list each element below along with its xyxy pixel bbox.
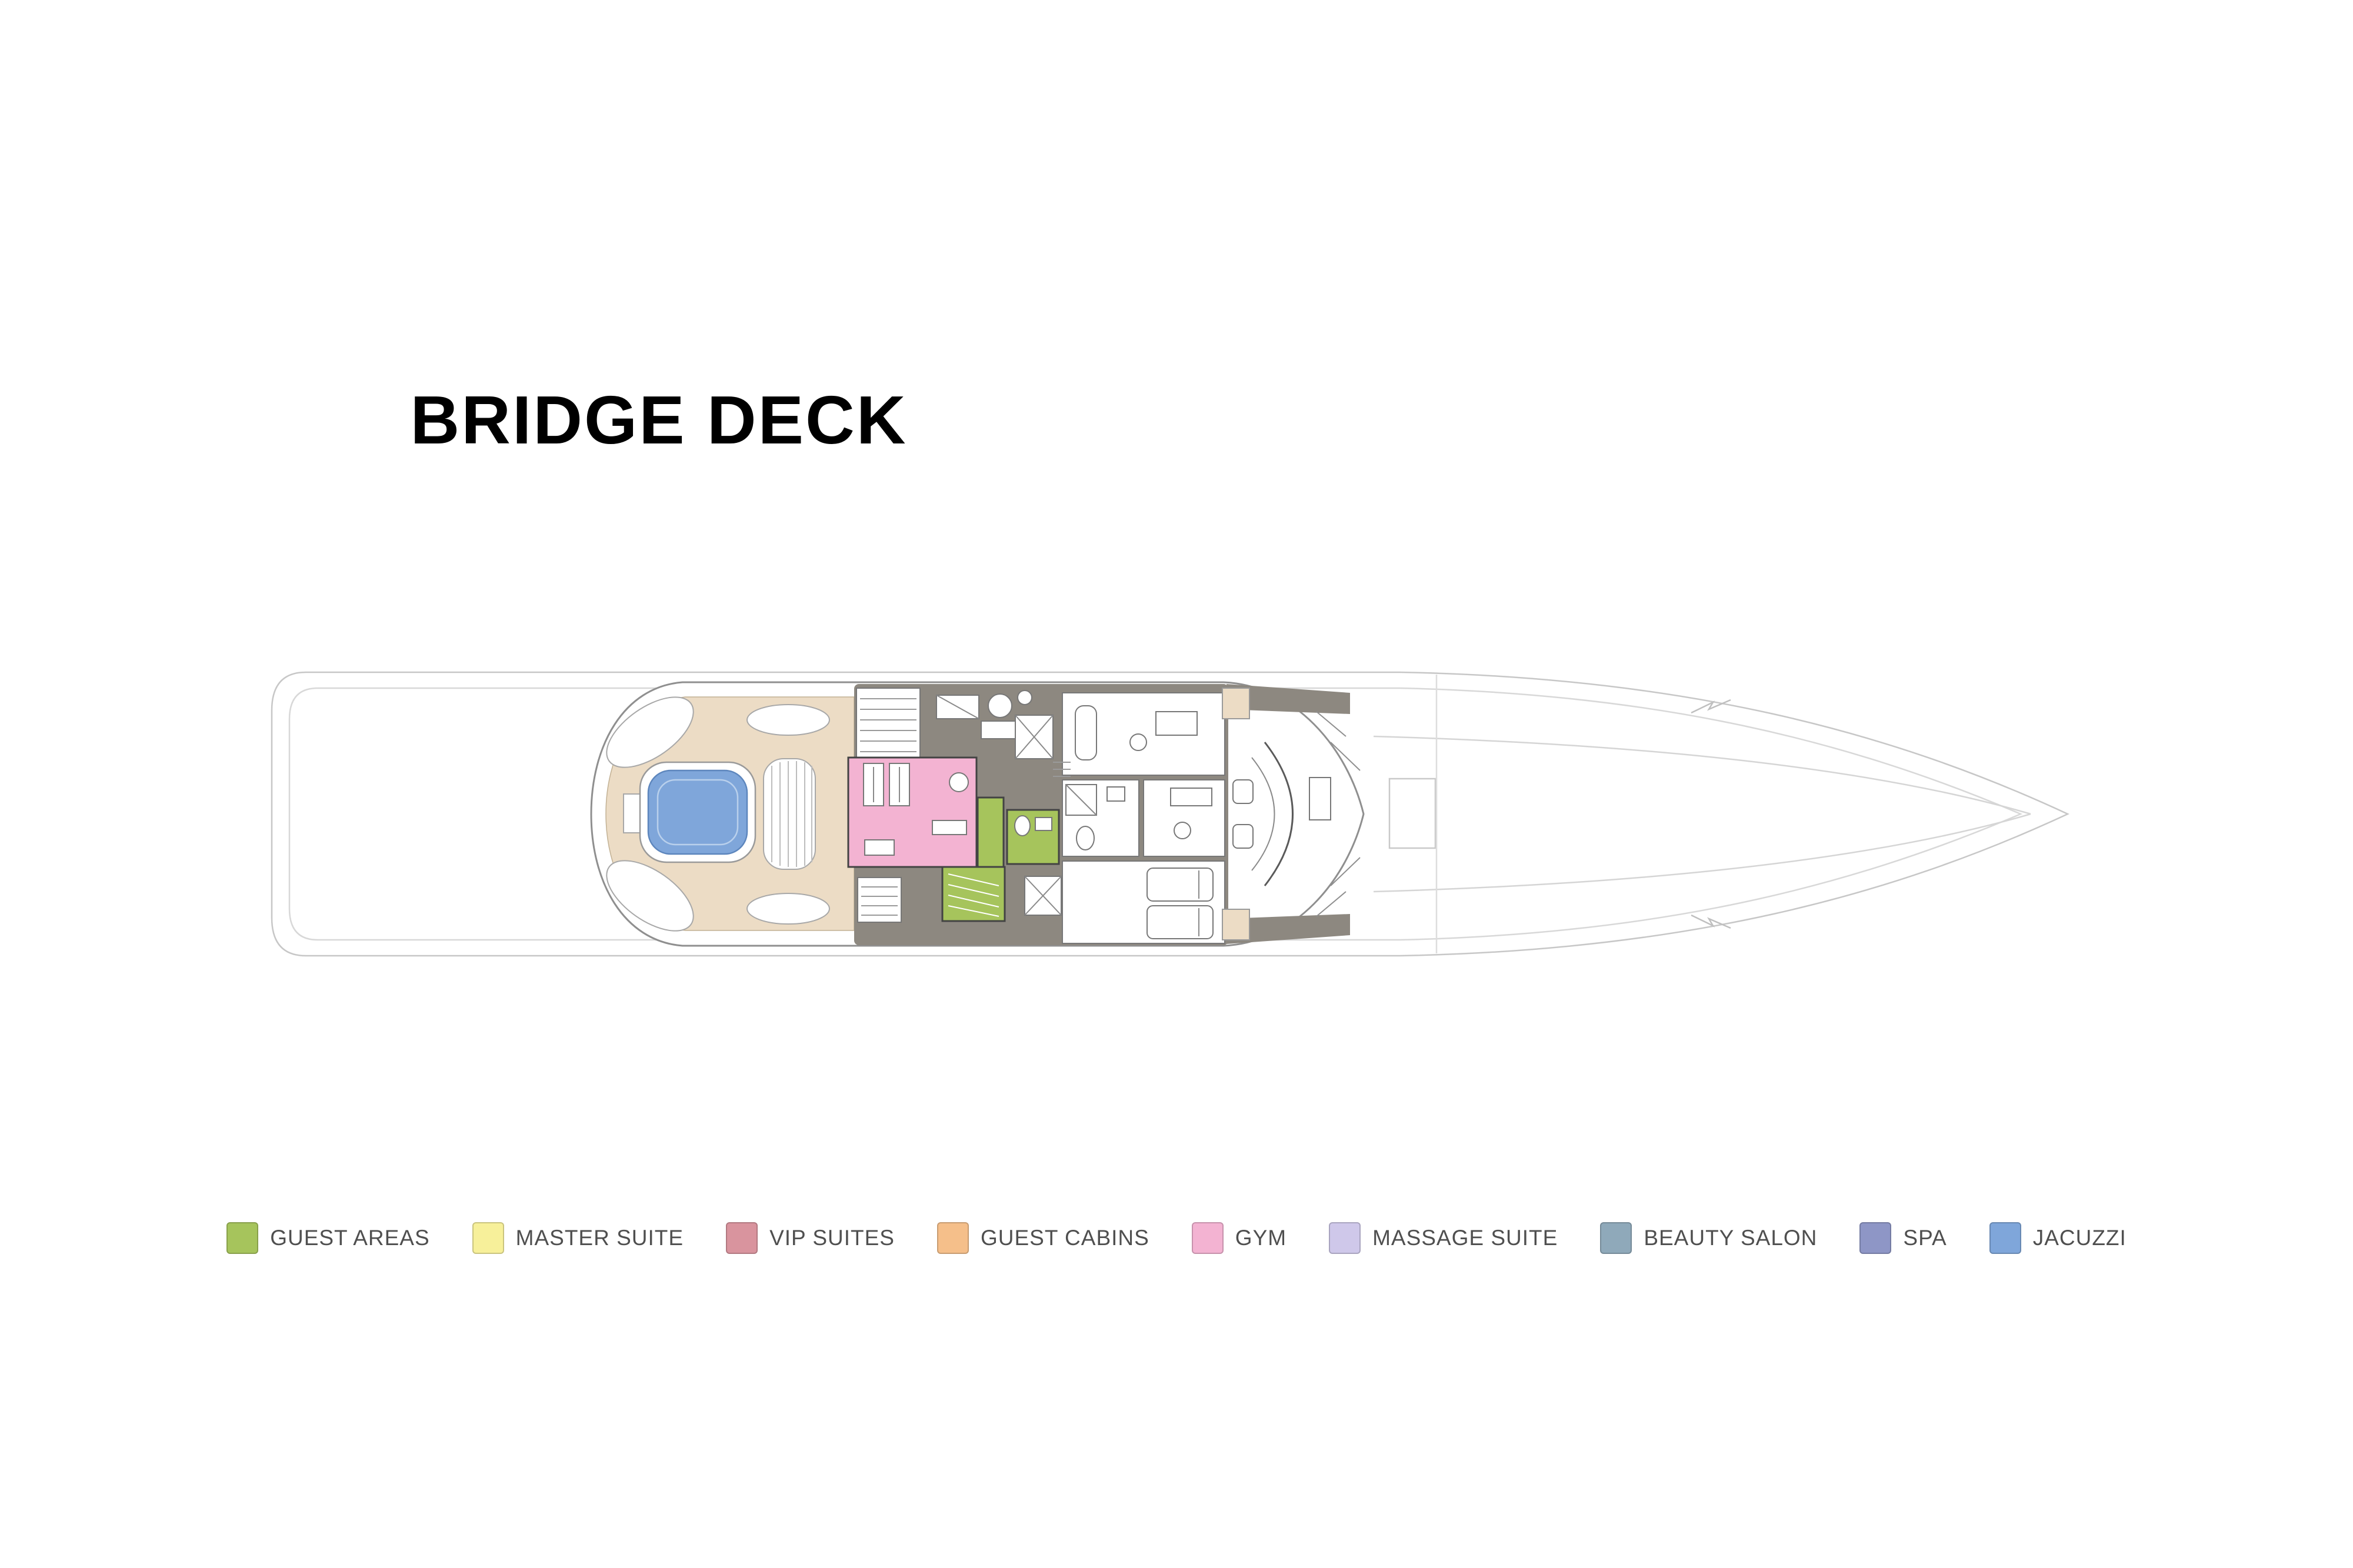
jacuzzi-pool (647, 769, 748, 855)
deck-title: BRIDGE DECK (410, 381, 908, 458)
legend-item-jacuzzi: JACUZZI (1989, 1222, 2127, 1254)
bench-slats (771, 761, 812, 867)
wing-station-bottom (1222, 909, 1250, 940)
bow-chevron-bottom (1691, 914, 1731, 929)
aft-stairs-lower-steps (861, 886, 898, 916)
furniture-details (1053, 705, 1214, 939)
gym-equipment (863, 763, 969, 856)
helm-console (1264, 742, 1294, 886)
aft-stairs-steps (860, 698, 916, 752)
legend-label: JACUZZI (2032, 1226, 2127, 1250)
roof-equipment (936, 690, 1032, 739)
legend-item-gym: GYM (1191, 1222, 1287, 1254)
chart-table (1309, 777, 1331, 820)
sunpad-top (746, 704, 830, 736)
legend-label: GUEST CABINS (980, 1226, 1149, 1250)
spa-swatch (1859, 1222, 1892, 1254)
wc-fixtures (1014, 815, 1052, 836)
jacuzzi-swatch (1989, 1222, 2021, 1254)
hull-outline (271, 671, 2069, 957)
beauty-salon-swatch (1600, 1222, 1632, 1254)
guest-stair-steps (948, 873, 999, 917)
legend-item-guest-areas: GUEST AREAS (226, 1222, 429, 1254)
curved-lounge-top (606, 696, 694, 768)
legend-item-guest-cabins: GUEST CABINS (936, 1222, 1149, 1254)
interior-rooms (1053, 692, 1225, 944)
massage-suite-swatch (1329, 1222, 1361, 1254)
windshield-mullions (1316, 711, 1361, 917)
helm-chair-1 (1232, 779, 1254, 804)
guest-stair-hall (941, 866, 1006, 922)
aft-stairs (856, 688, 921, 759)
bridge-wing-top (1227, 684, 1350, 714)
corridor-stairs (1053, 762, 1071, 777)
legend-label: SPA (1903, 1226, 1947, 1250)
hull-inner (288, 687, 2023, 941)
curved-lounge-bottom (606, 860, 694, 932)
wing-station-top (1222, 688, 1250, 719)
bridge-wing-bottom (1227, 914, 1350, 944)
helm-console-inner (1251, 757, 1275, 871)
legend-label: BEAUTY SALON (1644, 1226, 1818, 1250)
stairwells (856, 688, 1032, 923)
jacuzzi-inner-line (656, 779, 739, 846)
legend-label: GUEST AREAS (270, 1226, 430, 1250)
legend-item-massage-suite: MASSAGE SUITE (1329, 1222, 1558, 1254)
deck-furniture (606, 696, 830, 932)
vip-suites-swatch (726, 1222, 758, 1254)
guest-lobby-strip (976, 796, 1005, 868)
aft-deck (605, 696, 855, 932)
legend-label: MASTER SUITE (515, 1226, 684, 1250)
helm-chair-2 (1232, 824, 1254, 849)
legend-item-beauty-salon: BEAUTY SALON (1600, 1222, 1817, 1254)
jacuzzi-steps (623, 793, 642, 833)
guest-area-rooms (941, 796, 1060, 922)
bow-deck-line-top (1373, 735, 2031, 815)
sunpad-bottom (746, 893, 830, 925)
bed-2 (1146, 905, 1214, 939)
jacuzzi (639, 761, 756, 863)
gym-swatch (1191, 1222, 1224, 1254)
legend-item-spa: SPA (1859, 1222, 1947, 1254)
hull-outer (271, 671, 2069, 957)
legend-item-master-suite: MASTER SUITE (472, 1222, 684, 1254)
elevator-shafts (1015, 715, 1062, 916)
guest-areas-swatch (226, 1222, 259, 1254)
guest-cabins-swatch (936, 1222, 969, 1254)
slatted-bench (763, 758, 816, 870)
legend: GUEST AREAS MASTER SUITE VIP SUITES GUES… (0, 1222, 2353, 1254)
legend-item-vip-suites: VIP SUITES (726, 1222, 895, 1254)
foredeck-hatch (1388, 778, 1437, 849)
bridge (1222, 688, 1361, 940)
bow-deck-line-bottom (1373, 813, 2031, 893)
legend-label: MASSAGE SUITE (1372, 1226, 1558, 1250)
master-suite-swatch (472, 1222, 504, 1254)
legend-label: VIP SUITES (769, 1226, 895, 1250)
legend-label: GYM (1235, 1226, 1287, 1250)
gym-room (847, 756, 978, 868)
bow-chevron-top (1691, 699, 1731, 714)
bed-1 (1146, 868, 1214, 902)
